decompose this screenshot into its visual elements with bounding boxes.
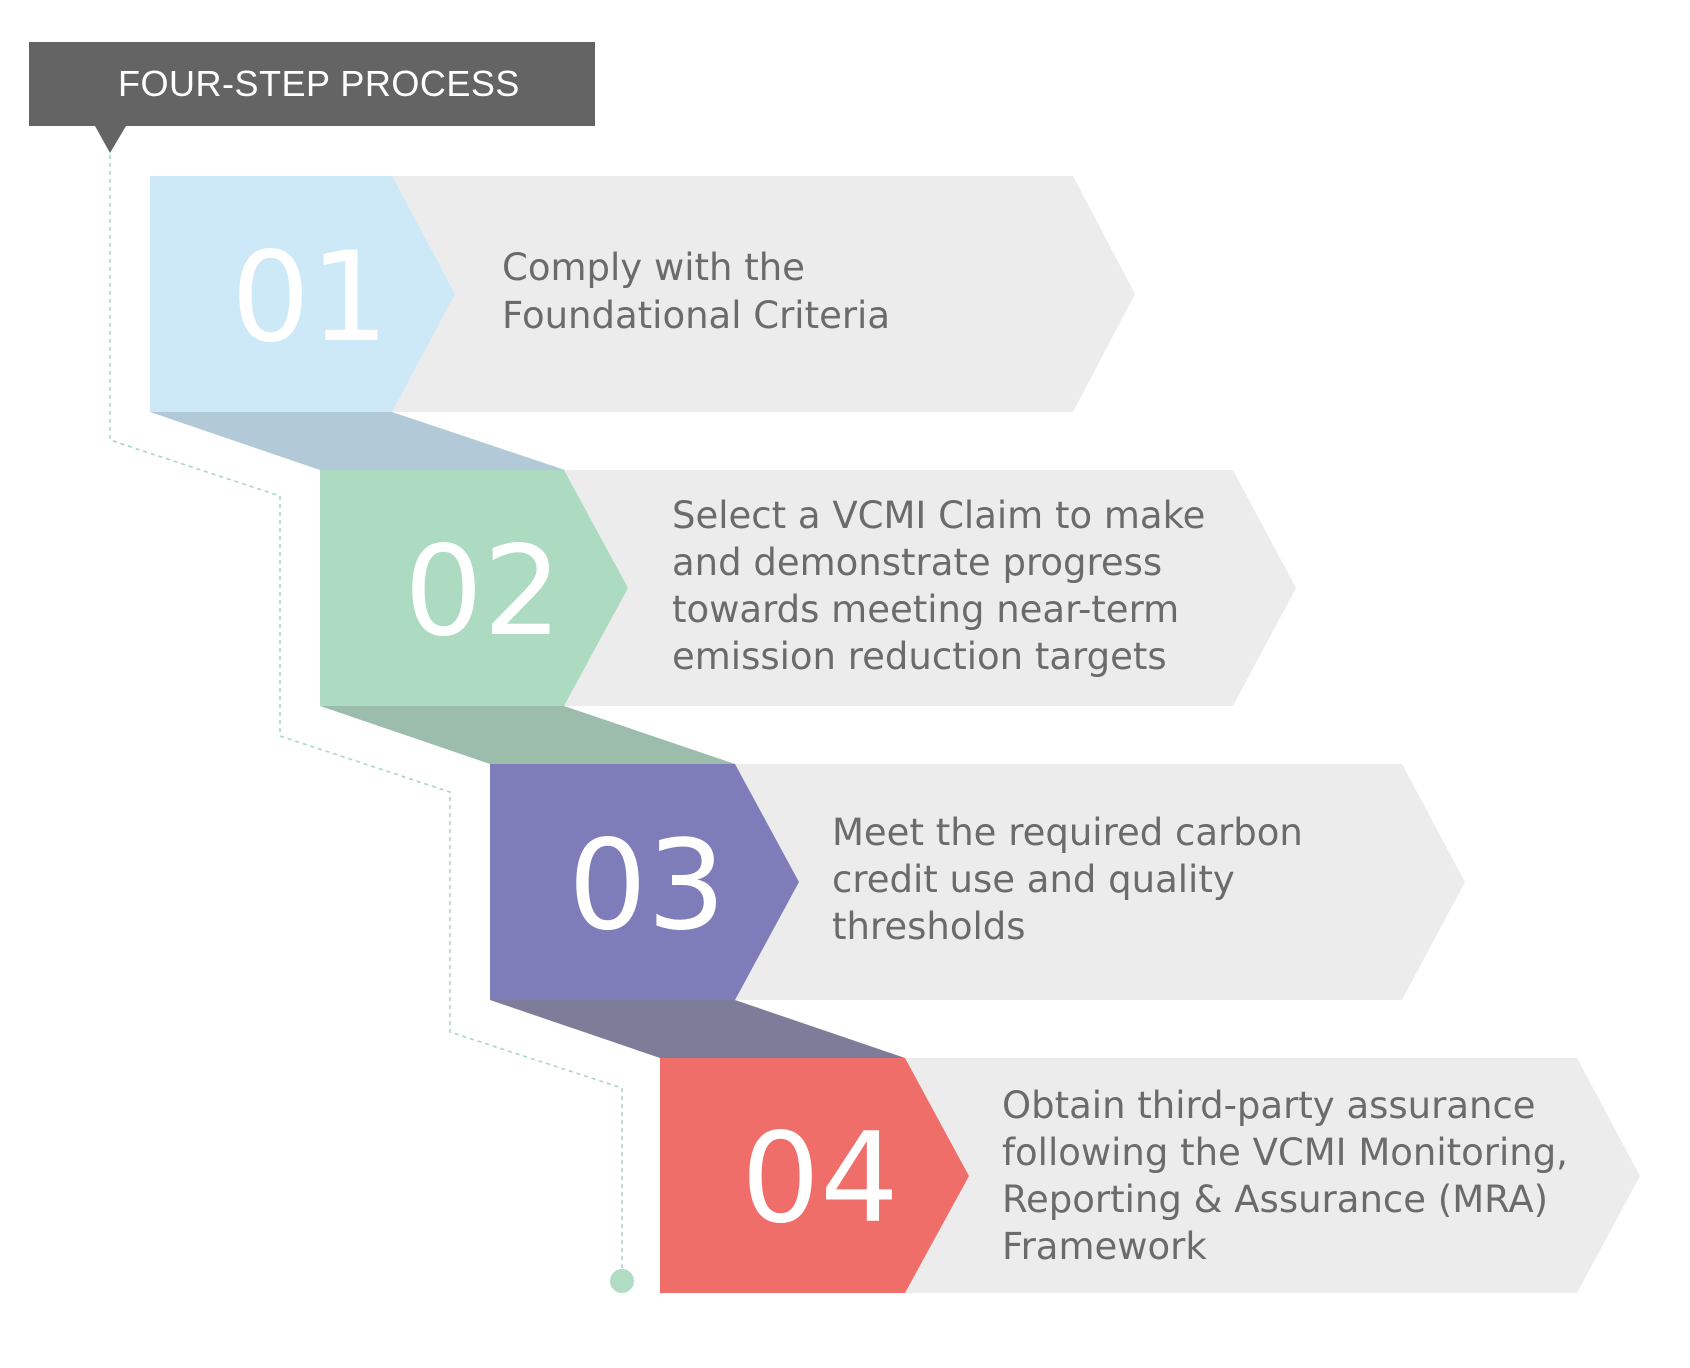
step-3: 03 Meet the required carbon credit use a… <box>490 764 1465 1000</box>
step-4-line-4: Framework <box>1002 1225 1207 1268</box>
step-2-line-1: Select a VCMI Claim to make <box>672 494 1205 537</box>
step-1-number: 01 <box>231 226 389 370</box>
fold-connector-3-4 <box>490 1000 905 1058</box>
step-3-text-card <box>735 764 1465 1000</box>
step-2-description: Select a VCMI Claim to make and demonstr… <box>672 494 1217 678</box>
step-3-description: Meet the required carbon credit use and … <box>832 811 1315 948</box>
step-1-text-card <box>392 176 1135 412</box>
header-tag: FOUR-STEP PROCESS <box>29 42 595 153</box>
step-1-number-tab <box>150 176 455 412</box>
header-label: FOUR-STEP PROCESS <box>118 63 520 104</box>
connector-end-dot <box>610 1269 634 1293</box>
step-4-text-card <box>905 1058 1640 1293</box>
step-2-text-card <box>564 470 1296 706</box>
step-2-line-4: emission reduction targets <box>672 635 1167 678</box>
step-2: 02 Select a VCMI Claim to make and demon… <box>320 470 1296 706</box>
step-3-line-1: Meet the required carbon <box>832 811 1303 854</box>
step-4-line-1: Obtain third-party assurance <box>1002 1084 1536 1127</box>
header-tag-background <box>29 42 595 126</box>
step-4-number-tab <box>660 1058 969 1293</box>
step-2-line-3: towards meeting near-term <box>672 588 1179 631</box>
step-3-line-2: credit use and quality <box>832 858 1235 901</box>
step-2-line-2: and demonstrate progress <box>672 541 1162 584</box>
step-1-line-1: Comply with the <box>502 246 805 289</box>
step-4-description: Obtain third-party assurance following t… <box>1002 1084 1580 1268</box>
step-3-number: 03 <box>568 814 726 958</box>
fold-connector-2-3 <box>320 706 735 764</box>
step-4: 04 Obtain third-party assurance followin… <box>660 1058 1640 1293</box>
step-3-number-tab <box>490 764 799 1000</box>
fold-connector-1-2 <box>150 412 565 470</box>
step-1-line-2: Foundational Criteria <box>502 294 890 337</box>
step-4-number: 04 <box>741 1107 899 1251</box>
step-2-number-tab <box>320 470 628 706</box>
step-4-line-3: Reporting & Assurance (MRA) <box>1002 1178 1548 1221</box>
step-4-line-2: following the VCMI Monitoring, <box>1002 1131 1568 1174</box>
step-1: 01 Comply with the Foundational Criteria <box>150 176 1135 412</box>
step-1-description: Comply with the Foundational Criteria <box>502 246 890 337</box>
connector-line <box>109 155 623 1280</box>
step-3-line-3: thresholds <box>832 905 1026 948</box>
header-tag-pointer <box>95 126 126 153</box>
step-2-number: 02 <box>404 520 562 664</box>
